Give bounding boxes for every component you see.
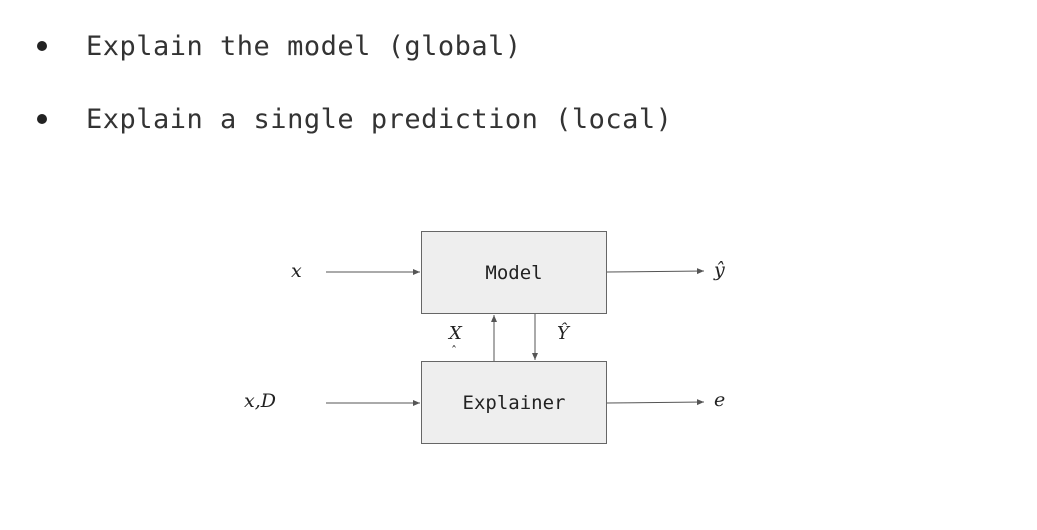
bullet-text: Explain the model (global) bbox=[86, 30, 522, 62]
bullet-text: Explain a single prediction (local) bbox=[86, 103, 673, 135]
explainer-output-label: e bbox=[714, 389, 726, 411]
model-input-label: x bbox=[291, 260, 302, 282]
bullet-item-global: Explain the model (global) bbox=[37, 26, 522, 66]
model-output-label: ŷ bbox=[714, 259, 725, 281]
query-to-model-hat: ˆ bbox=[451, 344, 457, 358]
explainer-box: Explainer bbox=[421, 361, 607, 444]
explainer-input-label: x,D bbox=[244, 390, 276, 412]
arrow-model-to-output bbox=[606, 268, 705, 275]
bullet-dot-icon bbox=[37, 114, 47, 124]
model-box-label: Model bbox=[485, 261, 543, 284]
model-box: Model bbox=[421, 231, 607, 314]
arrow-explainer-to-output bbox=[606, 399, 705, 406]
response-to-explainer-label: Ŷ bbox=[557, 323, 569, 344]
bullet-item-local: Explain a single prediction (local) bbox=[37, 99, 672, 139]
bullet-dot-icon bbox=[37, 41, 47, 51]
query-to-model-label: X bbox=[449, 323, 462, 344]
explainer-box-label: Explainer bbox=[462, 391, 566, 414]
